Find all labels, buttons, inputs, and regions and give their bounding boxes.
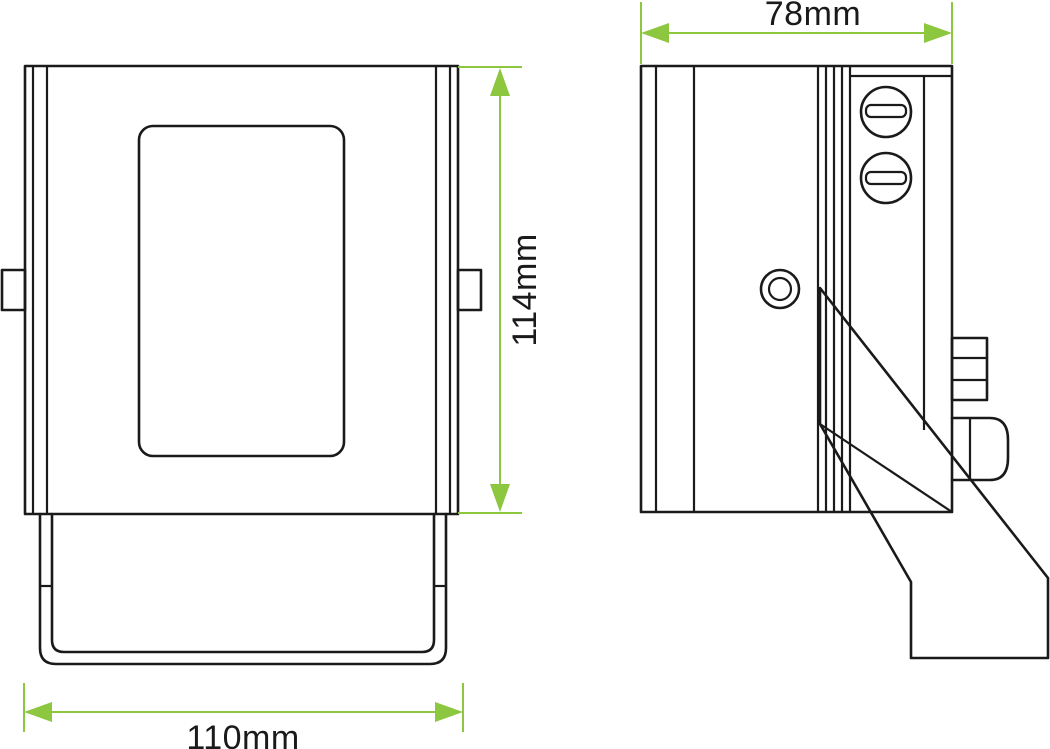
front-tab-right — [456, 268, 483, 312]
cable-gland-body — [950, 336, 989, 402]
side-housing — [639, 64, 954, 514]
depth-arrow-left — [641, 23, 669, 43]
front-tab-left — [0, 268, 27, 312]
side-view — [639, 64, 1050, 660]
pivot-bolt-inner — [767, 276, 793, 302]
front-view — [0, 64, 483, 666]
height-label: 114mm — [506, 233, 544, 346]
depth-dimension: 78mm — [640, 0, 953, 64]
side-bracket — [818, 286, 1050, 660]
height-dimension: 114mm — [458, 66, 544, 514]
depth-arrow-right — [924, 23, 952, 43]
height-arrow-top — [490, 68, 510, 96]
cable-gland-cap — [950, 416, 1010, 482]
screw-upper-slot — [864, 103, 908, 119]
width-arrow-right — [435, 702, 463, 722]
width-dimension: 110mm — [23, 683, 464, 749]
front-housing — [23, 64, 460, 516]
screw-lower-slot — [864, 170, 908, 186]
screw-upper — [859, 85, 913, 139]
side-bracket-edge — [819, 423, 953, 513]
pivot-bolt-outer — [759, 268, 801, 310]
width-label: 110mm — [186, 719, 299, 749]
front-bracket-inner — [50, 512, 436, 654]
depth-label: 78mm — [765, 0, 861, 33]
height-arrow-bottom — [490, 484, 510, 512]
front-bracket-outer — [38, 512, 448, 666]
screw-lower — [859, 151, 913, 205]
front-lens-window — [137, 124, 346, 458]
width-arrow-left — [24, 702, 52, 722]
